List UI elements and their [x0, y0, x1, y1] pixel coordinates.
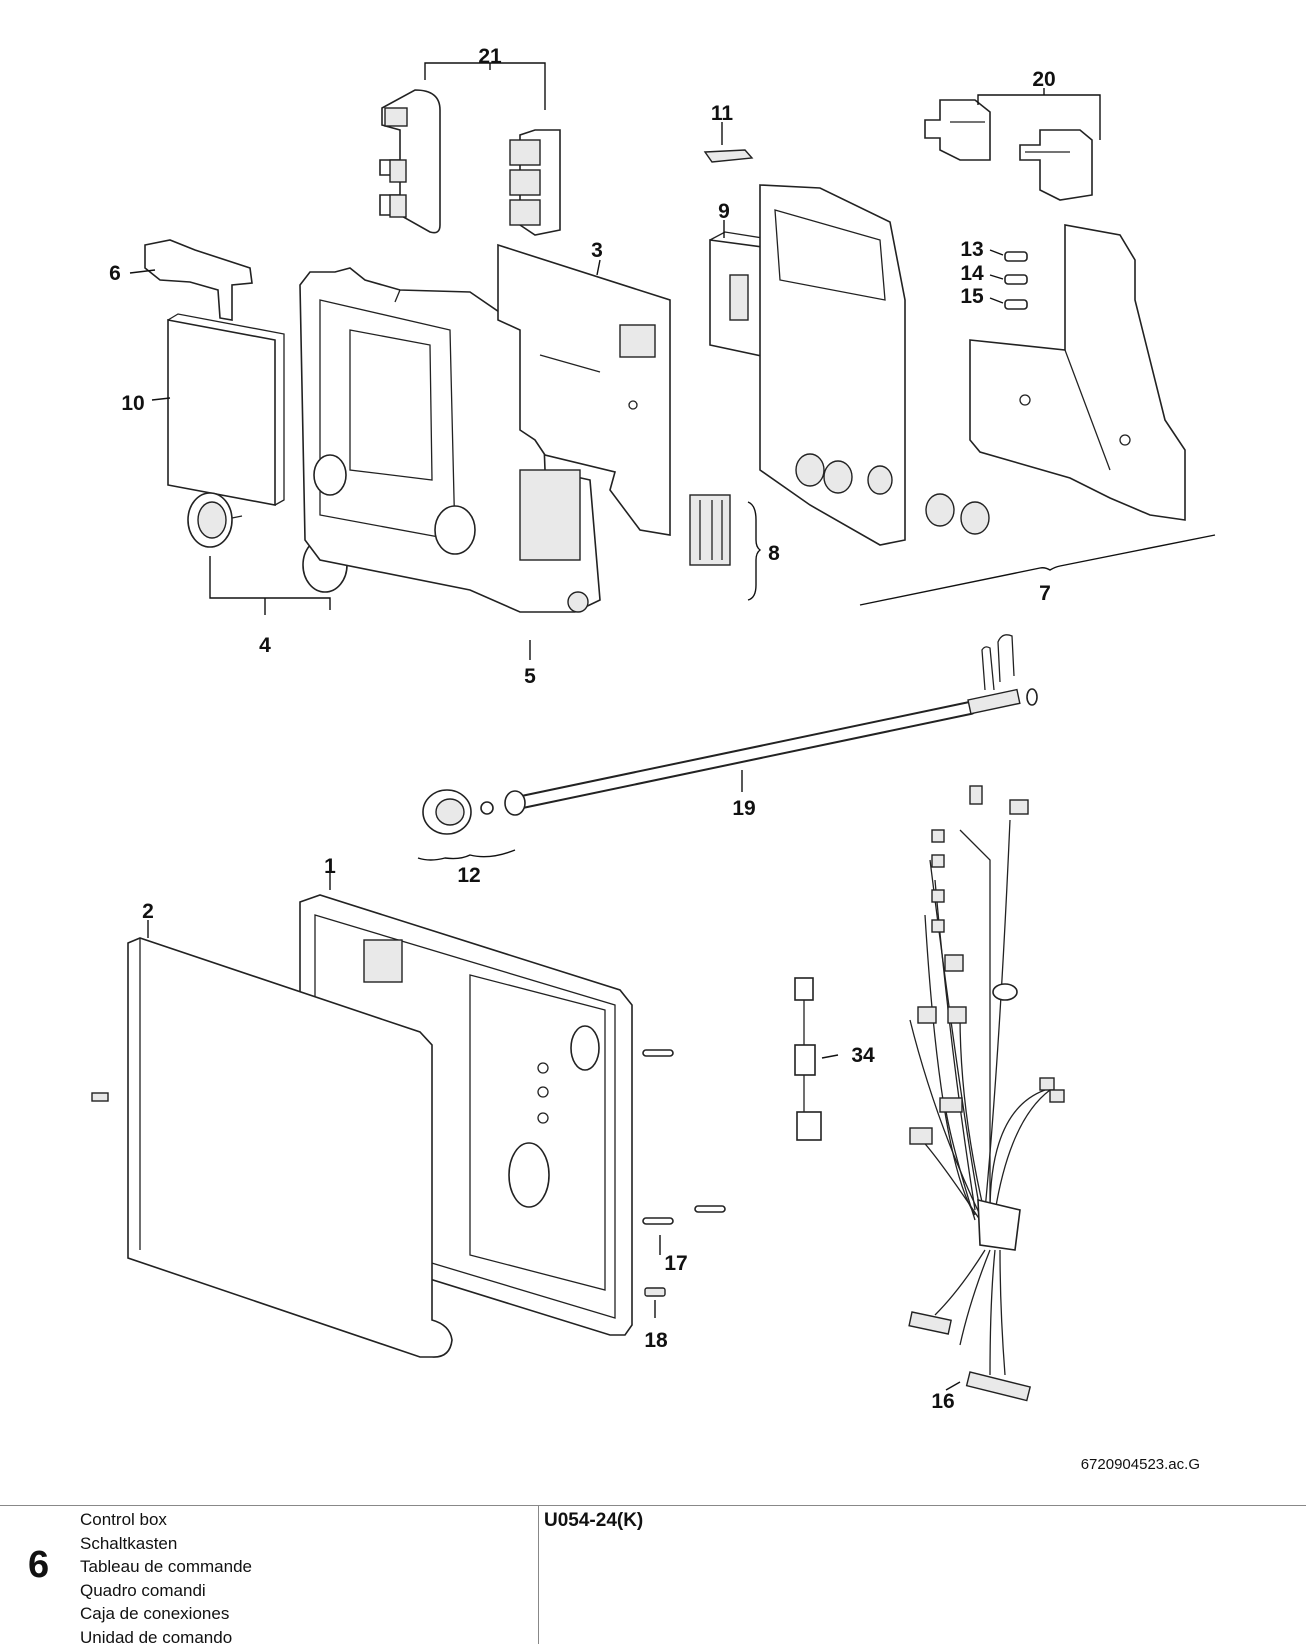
- parts-13-15-fuses: [1005, 252, 1027, 309]
- part-6-bracket: [145, 240, 252, 320]
- title-es-alt: Unidad de comando: [80, 1626, 252, 1649]
- callout-14: 14: [960, 262, 984, 285]
- part-16-wiring-harness: [909, 786, 1064, 1401]
- title-es: Caja de conexiones: [80, 1602, 252, 1626]
- title-fr: Tableau de commande: [80, 1555, 252, 1579]
- callout-1: 1: [324, 855, 336, 878]
- callout-11: 11: [711, 102, 734, 125]
- part-21-switch-modules: [380, 90, 560, 235]
- callout-16: 16: [931, 1390, 954, 1413]
- callout-21: 21: [478, 45, 502, 68]
- exploded-parts-diagram: 1 2 3 4 5 6 7 8 9 10 11 12 13 14 15 16 1…: [0, 0, 1306, 1490]
- callout-34: 34: [851, 1044, 875, 1067]
- callout-4: 4: [259, 634, 271, 657]
- title-de: Schaltkasten: [80, 1532, 252, 1556]
- callout-20: 20: [1032, 68, 1055, 91]
- part-12-gauge: [423, 790, 493, 834]
- callout-13: 13: [960, 238, 983, 261]
- part-20-clips: [925, 100, 1092, 200]
- callout-12: 12: [457, 864, 480, 887]
- part-34-cable-adapter: [795, 978, 821, 1140]
- part-8-terminal-block: [690, 495, 730, 565]
- model-number: U054-24(K): [544, 1510, 643, 1532]
- title-en: Control box: [80, 1508, 252, 1532]
- callout-5: 5: [524, 665, 536, 688]
- callout-10: 10: [121, 392, 144, 415]
- callout-18: 18: [644, 1329, 668, 1352]
- drawing-code: 6720904523.ac.G: [1081, 1456, 1200, 1473]
- callout-2: 2: [142, 900, 154, 923]
- callout-8: 8: [768, 542, 780, 565]
- footer: 6 Control box Schaltkasten Tableau de co…: [0, 1505, 1306, 1644]
- multilingual-titles: Control box Schaltkasten Tableau de comm…: [80, 1508, 252, 1649]
- callout-17: 17: [664, 1252, 687, 1275]
- part-19-capillary-sensor: [505, 635, 1037, 815]
- callout-15: 15: [960, 285, 984, 308]
- callout-9: 9: [718, 200, 730, 223]
- callout-6: 6: [109, 262, 121, 285]
- part-11-connector: [705, 150, 752, 162]
- callout-7: 7: [1039, 582, 1051, 605]
- footer-divider: [538, 1506, 539, 1644]
- title-it: Quadro comandi: [80, 1579, 252, 1603]
- page-number: 6: [28, 1544, 49, 1587]
- callout-3: 3: [591, 239, 603, 262]
- callout-19: 19: [732, 797, 755, 820]
- part-10-cover-plate: [168, 314, 284, 505]
